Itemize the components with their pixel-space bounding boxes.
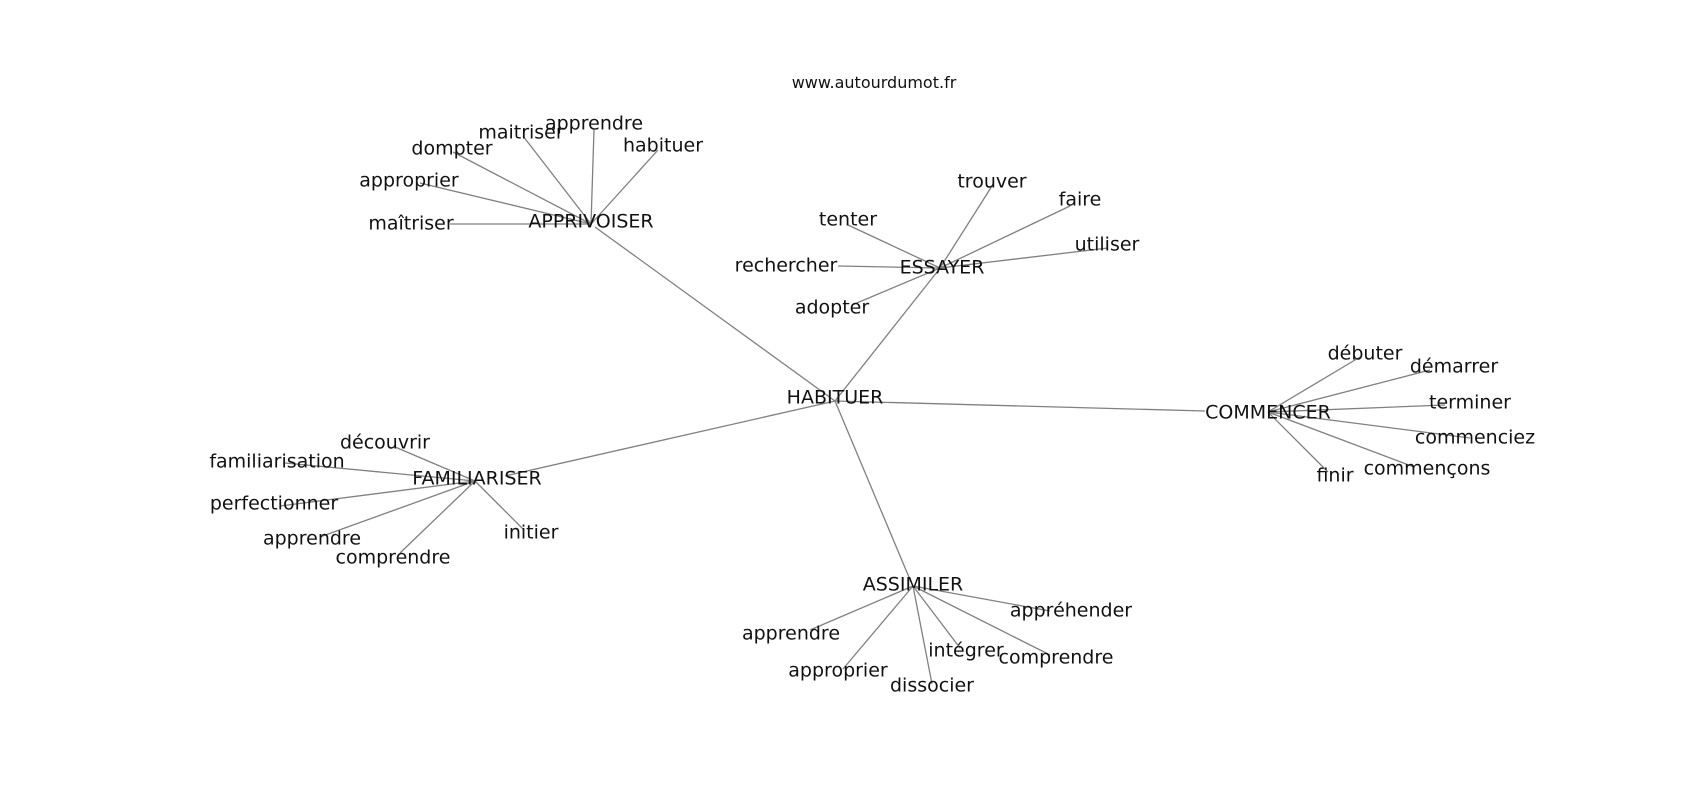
nodes: HABITUER APPRIVOISER maîtriser approprier do… [209,113,1535,697]
leaf-word[interactable]: initier [504,522,559,544]
leaf-word[interactable]: débuter [1328,343,1403,365]
edge-center-to-essayer [834,271,938,402]
edge-assimiler-leaf-5 [912,585,933,685]
edge-essayer-leaf-3 [939,247,1109,269]
edge-familiariser-leaf-2 [279,480,476,507]
edge-essayer-leaf-0 [847,224,941,269]
leaf-word[interactable]: finir [1316,465,1353,487]
edge-familiariser-leaf-1 [284,462,476,482]
leaf-word[interactable]: perfectionner [210,493,339,515]
center-word[interactable]: HABITUER [787,387,884,409]
edge-center-to-apprivoiser [594,226,836,402]
leaf-word[interactable]: faire [1059,189,1102,211]
leaf-word[interactable]: utiliser [1075,234,1140,256]
edge-commencer-leaf-3 [1267,411,1471,439]
leaf-word[interactable]: commençons [1364,458,1491,480]
leaf-word[interactable]: appréhender [1010,600,1132,622]
edge-commencer-leaf-1 [1267,369,1431,413]
edge-essayer-leaf-1 [939,185,993,269]
edge-essayer-leaf-4 [837,265,941,269]
edge-apprivoiser-leaf-5 [590,149,659,225]
edge-familiariser-leaf-3 [319,480,476,538]
edge-apprivoiser-leaf-2 [452,151,592,225]
leaf-word[interactable]: habituer [623,135,703,157]
edge-assimiler-leaf-4 [842,585,914,670]
leaf-word[interactable]: approprier [788,660,888,682]
edge-commencer-leaf-2 [1267,404,1446,413]
leaf-word[interactable]: terminer [1429,392,1511,414]
leaf-word[interactable]: dompter [411,138,492,160]
hub-word-commencer[interactable]: COMMENCER [1205,402,1331,424]
leaf-word[interactable]: apprendre [742,623,840,645]
edge-familiariser-leaf-0 [394,446,476,482]
leaf-word[interactable]: découvrir [340,432,430,454]
edge-essayer-leaf-2 [939,205,1071,269]
leaf-word[interactable]: intégrer [928,640,1004,662]
edge-commencer-leaf-5 [1267,411,1329,473]
edge-center-to-familiariser [504,400,836,477]
leaf-word[interactable]: tenter [819,209,877,231]
leaf-word[interactable]: comprendre [999,647,1114,669]
leaf-word[interactable]: trouver [957,171,1026,193]
hub-word-familiariser[interactable]: FAMILIARISER [412,468,541,490]
hub-word-essayer[interactable]: ESSAYER [900,257,985,279]
hub-word-apprivoiser[interactable]: APPRIVOISER [528,211,653,233]
leaf-word[interactable]: rechercher [735,255,838,277]
leaf-word[interactable]: adopter [795,297,870,319]
edge-center-to-assimiler [834,400,912,583]
leaf-word[interactable]: comprendre [336,547,451,569]
edge-commencer-leaf-0 [1267,356,1361,413]
edge-assimiler-leaf-2 [912,585,961,649]
leaf-word[interactable]: maitriser [478,122,564,144]
edge-assimiler-leaf-3 [912,585,1051,656]
edge-apprivoiser-leaf-1 [419,182,592,225]
leaf-word[interactable]: apprendre [263,528,361,550]
edge-assimiler-leaf-1 [809,585,914,631]
leaf-word[interactable]: approprier [359,170,459,192]
leaf-word[interactable]: dissocier [890,675,974,697]
edge-assimiler-leaf-0 [912,585,1051,612]
leaf-word[interactable]: commenciez [1415,427,1535,449]
leaf-word[interactable]: démarrer [1410,356,1498,378]
edge-apprivoiser-leaf-3 [522,135,592,225]
site-label: www.autourdumot.fr [792,73,957,92]
edges [279,129,1471,685]
edge-commencer-leaf-4 [1267,411,1415,468]
edge-familiariser-leaf-4 [399,480,476,554]
edge-apprivoiser-leaf-4 [590,129,595,225]
leaf-word[interactable]: familiarisation [209,451,344,473]
edge-center-to-commencer [834,400,1206,412]
leaf-word[interactable]: maîtriser [368,213,454,235]
edge-essayer-leaf-5 [851,267,941,306]
hub-word-assimiler[interactable]: ASSIMILER [863,574,964,596]
leaf-word[interactable]: apprendre [545,113,643,135]
edge-familiariser-leaf-5 [474,480,525,531]
